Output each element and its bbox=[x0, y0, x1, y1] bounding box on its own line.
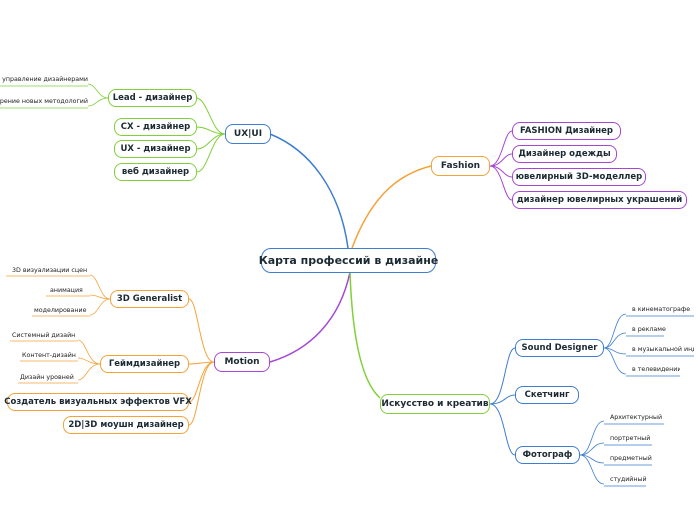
node-ux-designer[interactable]: UX - дизайнер bbox=[114, 140, 197, 158]
leaf-lead-2: Внедрение новых методологий bbox=[0, 98, 88, 105]
branch-fashion[interactable]: Fashion bbox=[431, 156, 490, 176]
branch-art[interactable]: Искусство и креатив bbox=[380, 394, 490, 414]
node-vfx-creator[interactable]: Создатель визуальных эффектов VFX bbox=[4, 393, 192, 411]
connector-lead-leaf1 bbox=[87, 83, 109, 99]
connector-lead-leaf2 bbox=[87, 97, 109, 107]
node-sketching[interactable]: Скетчинг bbox=[515, 386, 579, 404]
leaf-generalist-3: моделирование bbox=[34, 307, 87, 314]
node-fashion-designer[interactable]: FASHION Дизайнер bbox=[512, 122, 621, 140]
connector-root-motion bbox=[269, 271, 351, 363]
connector-sound-l4 bbox=[603, 347, 627, 375]
connector-uxui-ux bbox=[196, 133, 226, 150]
connector-sound-l2 bbox=[603, 332, 627, 349]
root-node[interactable]: Карта профессий в дизайне bbox=[259, 248, 438, 273]
connector-uxui-web bbox=[196, 133, 226, 173]
leaf-game-2: Контент-дизайн bbox=[22, 352, 76, 359]
node-jewelry-designer[interactable]: дизайнер ювелирных украшений bbox=[512, 191, 687, 209]
node-web-designer[interactable]: веб дизайнер bbox=[114, 163, 197, 181]
connector-art-sound bbox=[489, 347, 516, 405]
leaf-generalist-2: анимация bbox=[50, 287, 83, 294]
connector-root-art bbox=[349, 271, 381, 399]
leaf-photo-3: предметный bbox=[610, 455, 652, 462]
leaf-photo-4: студийный bbox=[610, 476, 647, 483]
branch-uxui[interactable]: UX|UI bbox=[225, 124, 271, 144]
node-3d-generalist[interactable]: 3D Generalist bbox=[110, 290, 189, 308]
connector-fashion-4 bbox=[489, 165, 513, 201]
connector-game-l3 bbox=[77, 363, 101, 381]
connector-photo-l2 bbox=[579, 442, 605, 456]
branch-motion[interactable]: Motion bbox=[214, 352, 270, 372]
connector-sound-l1 bbox=[603, 313, 627, 349]
connector-game-l1 bbox=[77, 339, 101, 365]
connector-art-photo bbox=[489, 403, 516, 456]
connector-generalist-l1 bbox=[89, 274, 111, 300]
leaf-sound-2: в рекламе bbox=[632, 326, 666, 333]
leaf-sound-1: в кинематографе bbox=[632, 306, 691, 313]
connector-fashion-2 bbox=[489, 153, 513, 167]
leaf-photo-2: портретный bbox=[610, 435, 651, 442]
connector-art-sketch bbox=[489, 394, 516, 405]
connector-root-uxui bbox=[269, 133, 349, 249]
node-photographer[interactable]: Фотограф bbox=[515, 446, 580, 464]
leaf-lead-1: управление дизайнерами bbox=[2, 76, 88, 83]
connector-root-fashion bbox=[351, 165, 432, 249]
leaf-game-1: Системный дизайн bbox=[12, 332, 76, 339]
connector-photo-l1 bbox=[579, 420, 605, 456]
connector-fashion-3 bbox=[489, 165, 513, 178]
connector-motion-vfx bbox=[188, 361, 215, 403]
connector-fashion-1 bbox=[489, 130, 513, 167]
connector-uxui-lead bbox=[196, 97, 226, 135]
node-jewelry-3d[interactable]: ювелирный 3D-моделлер bbox=[512, 168, 646, 186]
node-cx-designer[interactable]: CX - дизайнер bbox=[114, 118, 197, 136]
node-clothes-designer[interactable]: Дизайнер одежды bbox=[512, 145, 617, 163]
leaf-generalist-1: 3D визуализации сцен bbox=[12, 267, 88, 274]
node-lead-designer[interactable]: Lead - дизайнер bbox=[108, 89, 197, 107]
leaf-game-3: Дизайн уровней bbox=[20, 374, 74, 381]
node-sound-designer[interactable]: Sound Designer bbox=[515, 339, 604, 357]
node-2d3d-motion[interactable]: 2D|3D моушн дизайнер bbox=[63, 416, 189, 434]
connector-game-l2 bbox=[77, 357, 101, 365]
leaf-sound-3: в музыкальной индустрии bbox=[632, 346, 694, 353]
node-gamedesigner[interactable]: Геймдизайнер bbox=[100, 355, 189, 373]
connector-generalist-l2 bbox=[89, 294, 111, 300]
leaf-photo-1: Архитектурный bbox=[610, 414, 663, 421]
connector-photo-l4 bbox=[579, 454, 605, 485]
connector-motion-2d3d bbox=[188, 361, 215, 426]
connector-motion-generalist bbox=[188, 298, 215, 363]
connector-generalist-l3 bbox=[89, 298, 111, 316]
leaf-sound-4: в телевидении bbox=[632, 366, 680, 373]
